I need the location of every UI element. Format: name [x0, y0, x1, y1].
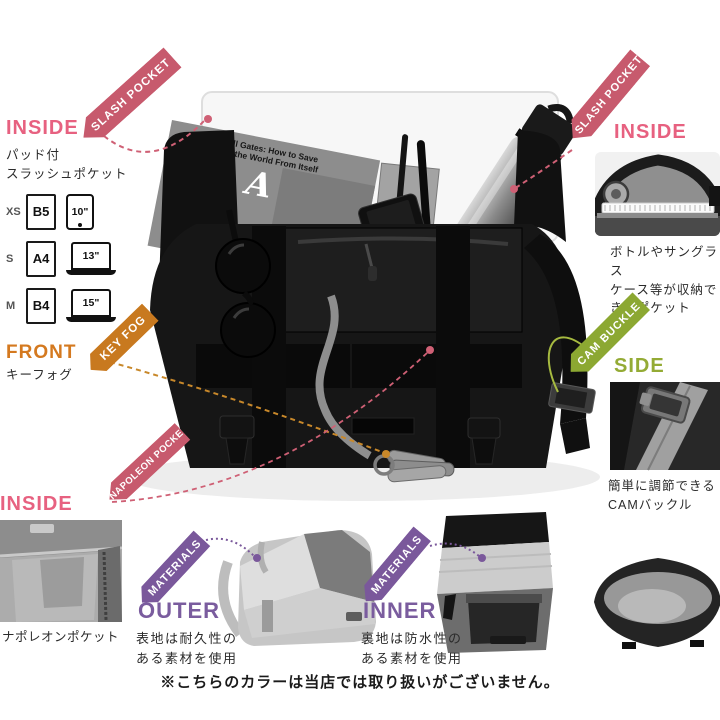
caption-line: 裏地は防水性の — [361, 631, 463, 646]
inside-top-left-heading: INSIDE — [6, 117, 79, 139]
pen — [416, 140, 432, 238]
size-row-m: M B4 15" — [6, 287, 136, 325]
inside-bottom-left-photo — [0, 520, 123, 622]
outer-caption: 表地は耐久性の ある素材を使用 — [136, 629, 238, 668]
side-caption: 簡単に調節できる CAMバックル — [608, 477, 716, 515]
inner-caption: 裏地は防水性の ある素材を使用 — [361, 629, 463, 668]
caption-line: ボトルやサングラス — [610, 245, 719, 278]
outer-heading: OUTER — [138, 598, 220, 623]
device-size: 15" — [82, 297, 100, 309]
outer-photo — [218, 530, 376, 646]
paper-size-box: B4 — [26, 287, 56, 324]
caption-line: 表地は耐久性の — [136, 631, 238, 646]
left-buckle — [219, 415, 255, 465]
size-row-xs: XS B5 10" — [6, 193, 136, 231]
zipper — [297, 236, 509, 246]
caption-line: ケース等が収納で — [610, 282, 718, 297]
caption-line: 簡単に調節できる — [608, 479, 716, 493]
leader-lines — [103, 115, 587, 562]
pad-pocket-caption-line1: パッド付 — [6, 148, 61, 162]
color-availability-note: ※こちらのカラーは当店では取り扱いがございません。 — [160, 674, 560, 691]
key-lanyard — [315, 294, 379, 464]
front-heading: FRONT — [6, 342, 77, 363]
size-label: S — [6, 252, 14, 265]
inner-heading: INNER — [363, 598, 437, 623]
inner-photo — [437, 512, 553, 653]
inside-bottom-left-caption: ナポレオンポケット — [2, 630, 120, 644]
tablet-icon: 10" — [66, 193, 94, 230]
front-caption: キーフォグ — [6, 368, 73, 382]
messenger-bag — [150, 130, 596, 468]
paper-size-box: B5 — [26, 193, 56, 230]
size-table: XS B5 10" S A4 13" M B4 15" — [6, 193, 136, 325]
size-label: M — [6, 299, 16, 312]
device-size: 13" — [82, 250, 100, 262]
inside-top-right-heading: INSIDE — [614, 121, 687, 143]
keys — [367, 447, 455, 483]
inside-top-left-section: INSIDE パッド付 スラッシュポケット XS B5 10" S A4 13"… — [6, 118, 136, 325]
inside-bottom-left-heading: INSIDE — [0, 493, 73, 515]
size-label: XS — [6, 205, 21, 218]
caption-line: ある素材を使用 — [136, 650, 238, 666]
size-row-s: S A4 13" — [6, 240, 136, 278]
shoulder-strap — [524, 234, 588, 424]
laptop-icon: 13" — [66, 242, 116, 275]
paper-size-box: A4 — [26, 240, 56, 277]
inside-top-right-photo — [595, 152, 720, 236]
cam-buckle-hardware — [548, 382, 596, 414]
sunglasses — [215, 209, 276, 358]
front-pocket — [283, 227, 523, 333]
side-photo — [610, 382, 720, 471]
open-top-photo — [594, 558, 720, 649]
caption-line: ある素材を使用 — [361, 650, 463, 666]
side-heading: SIDE — [614, 355, 665, 377]
right-buckle — [467, 417, 501, 465]
device-size: 10" — [71, 205, 89, 218]
caption-line: CAMバックル — [608, 497, 693, 512]
laptop-icon: 15" — [66, 289, 116, 322]
zipper-pull — [368, 266, 377, 281]
pad-pocket-caption-line2: スラッシュポケット — [6, 166, 128, 181]
